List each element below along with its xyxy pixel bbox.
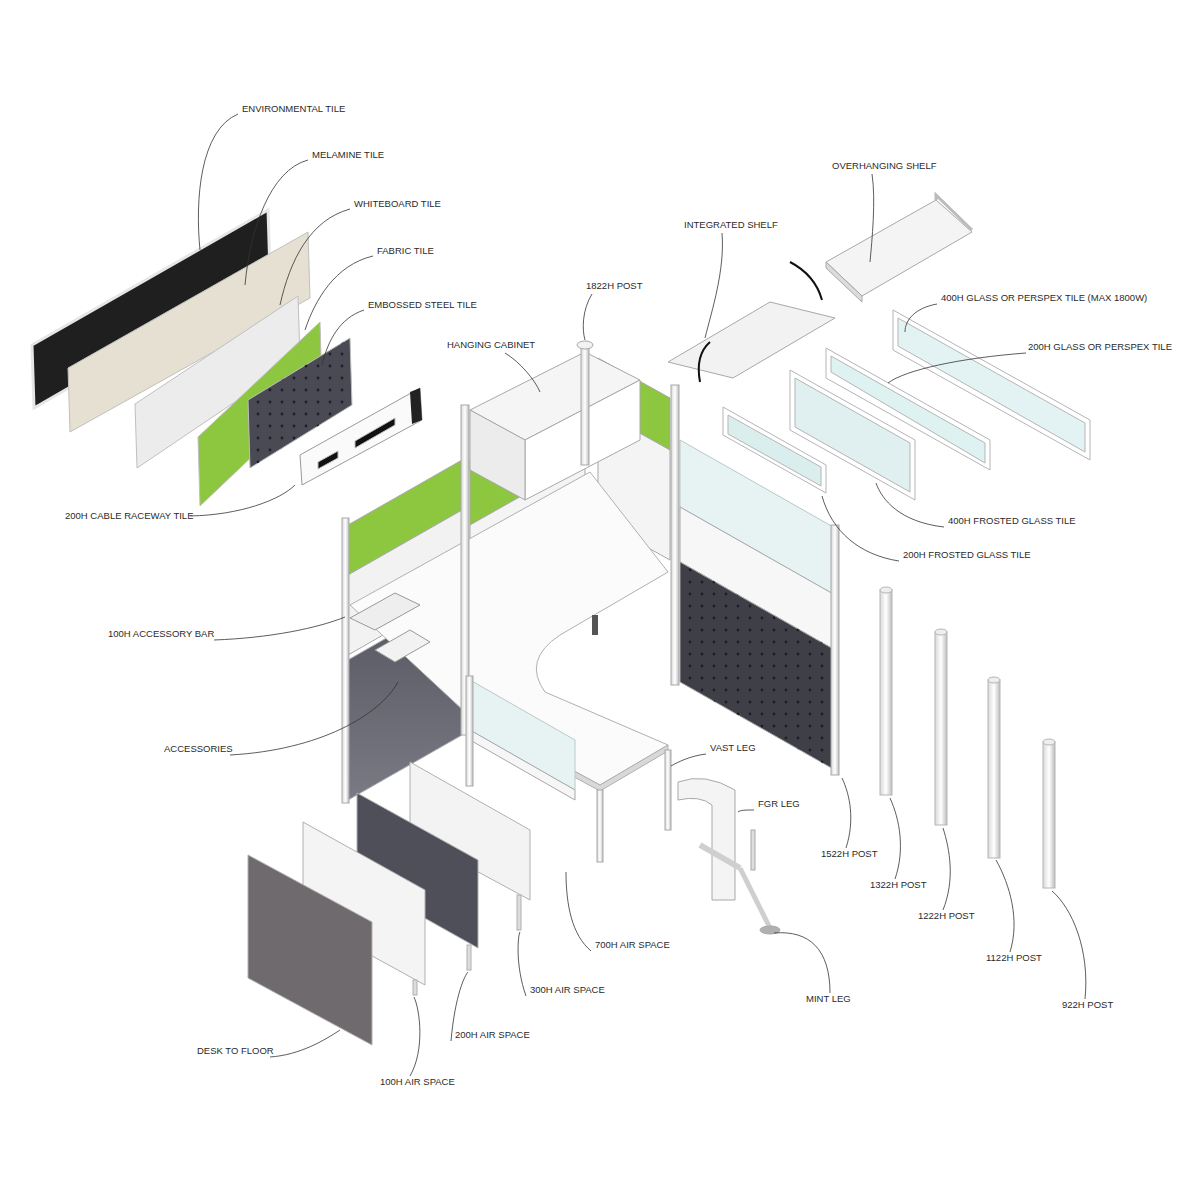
- part-label: 400H FROSTED GLASS TILE: [948, 515, 1076, 527]
- lower-panels: [248, 762, 530, 1045]
- part-label: 200H FROSTED GLASS TILE: [903, 549, 1031, 561]
- part-label: 1222H POST: [918, 910, 975, 922]
- part-label: INTEGRATED SHELF: [684, 219, 778, 231]
- part-label: 700H AIR SPACE: [595, 939, 670, 951]
- glass-tiles: [723, 310, 1090, 500]
- part-label: 1122H POST: [986, 952, 1042, 964]
- part-label: 400H GLASS OR PERSPEX TILE (MAX 1800W): [941, 292, 1147, 304]
- part-label: 100H ACCESSORY BAR: [108, 628, 214, 640]
- part-label: MINT LEG: [806, 993, 851, 1005]
- part-label: 200H CABLE RACEWAY TILE: [65, 510, 193, 522]
- part-label: EMBOSSED STEEL TILE: [368, 299, 477, 311]
- leader-lines: [190, 114, 1086, 1076]
- part-label: 1822H POST: [586, 280, 643, 292]
- part-label: 200H GLASS OR PERSPEX TILE: [1028, 341, 1172, 353]
- part-label: 200H AIR SPACE: [455, 1029, 530, 1041]
- part-label: WHITEBOARD TILE: [354, 198, 441, 210]
- part-label: HANGING CABINET: [447, 339, 535, 351]
- part-label: 300H AIR SPACE: [530, 984, 605, 996]
- tile-stack: [32, 210, 422, 506]
- part-label: VAST LEG: [710, 742, 756, 754]
- part-label: ACCESSORIES: [164, 743, 233, 755]
- part-label: DESK TO FLOOR: [197, 1045, 274, 1057]
- part-label: 1322H POST: [870, 879, 927, 891]
- loose-posts: [880, 587, 1055, 888]
- part-label: 1522H POST: [821, 848, 878, 860]
- part-label: ENVIRONMENTAL TILE: [242, 103, 345, 115]
- part-label: FGR LEG: [758, 798, 800, 810]
- part-label: OVERHANGING SHELF: [832, 160, 937, 172]
- part-label: FABRIC TILE: [377, 245, 434, 257]
- part-label: MELAMINE TILE: [312, 149, 384, 161]
- part-label: 922H POST: [1062, 999, 1113, 1011]
- part-label: 100H AIR SPACE: [380, 1076, 455, 1088]
